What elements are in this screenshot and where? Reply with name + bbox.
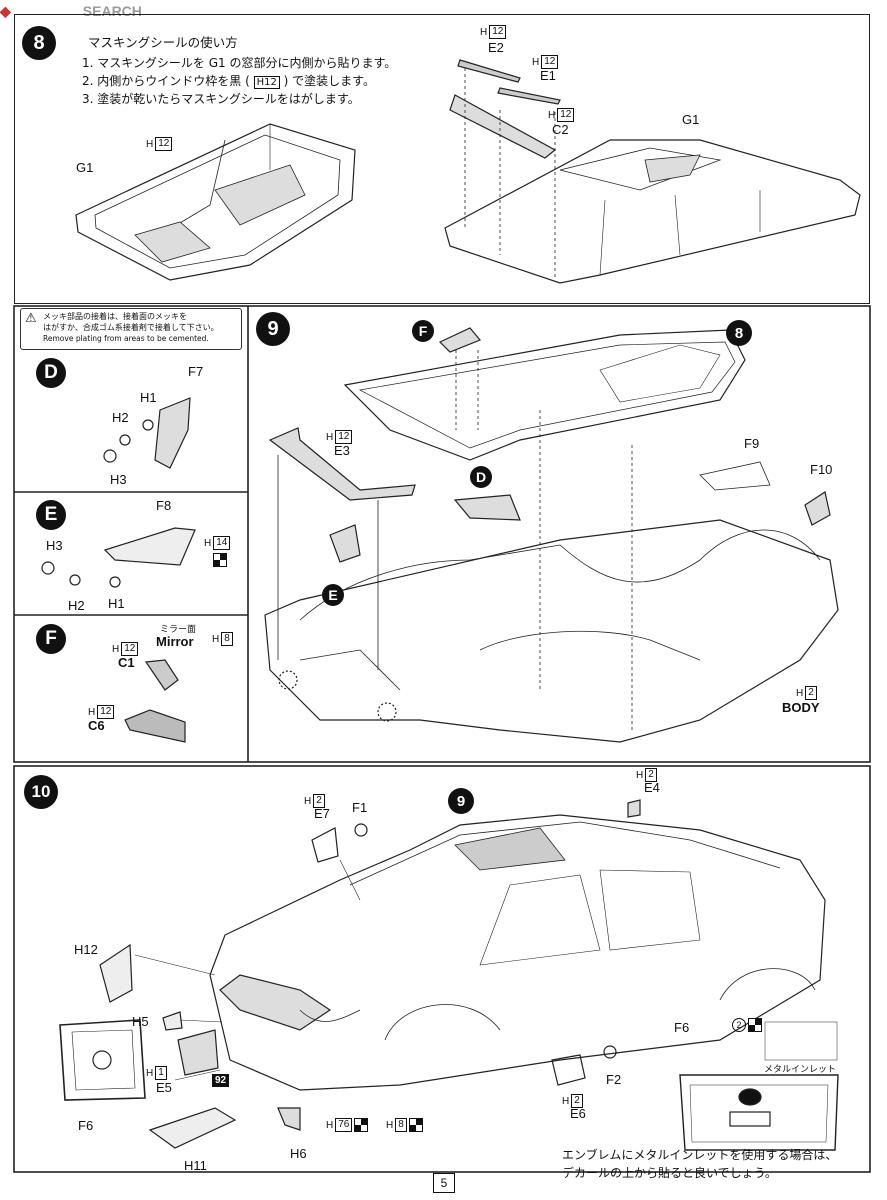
step10-h6: H6: [290, 1146, 307, 1161]
step8-c2: C2: [552, 122, 569, 137]
step9-ref8: 8: [726, 320, 752, 346]
step8-panel: [14, 14, 870, 304]
step10-f1: F1: [352, 800, 368, 815]
step9-body: BODY: [782, 700, 820, 715]
page-number: 5: [433, 1173, 455, 1193]
checker-icon: [354, 1118, 369, 1132]
sub-f-c6: C6: [88, 718, 105, 733]
sub-e-h2: H2: [68, 598, 85, 613]
step8-instr-3: 3. 塗装が乾いたらマスキングシールをはがします。: [82, 92, 360, 106]
sub-d-h3: H3: [110, 472, 127, 487]
inset-f6: F6: [674, 1020, 690, 1035]
step10-h11: H11: [184, 1158, 207, 1173]
step10-number: 10: [24, 775, 58, 809]
inset-code: 2: [732, 1018, 762, 1032]
step8-number: 8: [22, 26, 56, 60]
step8-left-g1: G1: [76, 160, 94, 175]
step8-instr-2-tail: ) で塗装します。: [283, 74, 375, 88]
step8-instr-2-code: H12: [253, 76, 280, 89]
step8-e2: E2: [488, 40, 504, 55]
step10-e6: E6: [570, 1106, 586, 1121]
step9-f9: F9: [744, 436, 760, 451]
sub-parts-drawings: [41, 397, 196, 743]
sub-d-letter: D: [36, 358, 66, 388]
sub-f-c1: C1: [118, 655, 135, 670]
sub-f-mirror-jp: ミラー面: [160, 624, 197, 634]
watermark-text: SEARCH: [82, 3, 142, 19]
watermark: ◆ SEARCH: [0, 0, 160, 22]
step9-number: 9: [256, 312, 290, 346]
step8-instr-2-head: 2. 内側からウインドウ枠を黒 (: [82, 74, 250, 88]
step8-instr-2: 2. 内側からウインドウ枠を黒 ( H12 ) で塗装します。: [82, 72, 375, 92]
step10-note-2: デカールの上から貼ると良いでしょう。: [562, 1166, 777, 1180]
sub-f-letter: F: [36, 624, 66, 654]
sub-e-h1: H1: [108, 596, 125, 611]
step9-f-marker: F: [412, 320, 434, 342]
step8-title: マスキングシールの使い方: [88, 35, 238, 50]
step9-e-marker: E: [322, 584, 344, 606]
step10-h5: H5: [132, 1014, 149, 1029]
step9-e3: E3: [334, 443, 350, 458]
sub-d-h2: H2: [112, 410, 129, 425]
step10-h12: H12: [74, 942, 98, 957]
caution-box: ⚠ メッキ部品の接着は、接着面のメッキを はがすか、合成ゴム系接着剤で接着して下…: [20, 308, 242, 350]
sub-f-mirror: Mirror: [156, 634, 194, 649]
checker-icon: [408, 1118, 423, 1132]
step10-e4: E4: [644, 780, 660, 795]
body-step9-drawing: [264, 327, 839, 743]
panel-dividers: [13, 305, 871, 1173]
step10-f2: F2: [606, 1072, 622, 1087]
step10-note-1: エンブレムにメタルインレットを使用する場合は、: [562, 1148, 838, 1162]
step8-e1: E1: [540, 68, 556, 83]
checker-icon: [213, 553, 227, 567]
step10-e7: E7: [314, 806, 330, 821]
step10-badge: 92: [212, 1074, 230, 1087]
inset-metal-inlet: メタルインレット: [764, 1064, 837, 1074]
sub-e-f8: F8: [156, 498, 172, 513]
watermark-logo: ◆: [0, 2, 11, 19]
sub-e-h3: H3: [46, 538, 63, 553]
step10-e5: E5: [156, 1080, 172, 1095]
car-step10-drawing: [59, 799, 826, 1149]
roof-g1-right-drawing: [444, 59, 861, 284]
checker-icon: [748, 1018, 762, 1032]
step8-instr-1: 1. マスキングシールを G1 の窓部分に内側から貼ります。: [82, 56, 397, 70]
step9-d-marker: D: [470, 466, 492, 488]
caution-line1: メッキ部品の接着は、接着面のメッキを: [43, 312, 187, 321]
warning-icon: ⚠: [25, 311, 37, 326]
step10-ref9: 9: [448, 788, 474, 814]
roof-g1-left-drawing: [75, 123, 356, 281]
f6-inset-drawing: [679, 1021, 839, 1151]
step10-f6: F6: [78, 1118, 94, 1133]
sub-e-letter: E: [36, 500, 66, 530]
caution-line2: はがすか、合成ゴム系接着剤で接着して下さい。: [43, 323, 219, 332]
caution-line3: Remove plating from areas to be cemented…: [43, 334, 209, 343]
sub-d-h1: H1: [140, 390, 157, 405]
sub-d-f7: F7: [188, 364, 204, 379]
step9-f10: F10: [810, 462, 833, 477]
step8-right-g1: G1: [682, 112, 700, 127]
